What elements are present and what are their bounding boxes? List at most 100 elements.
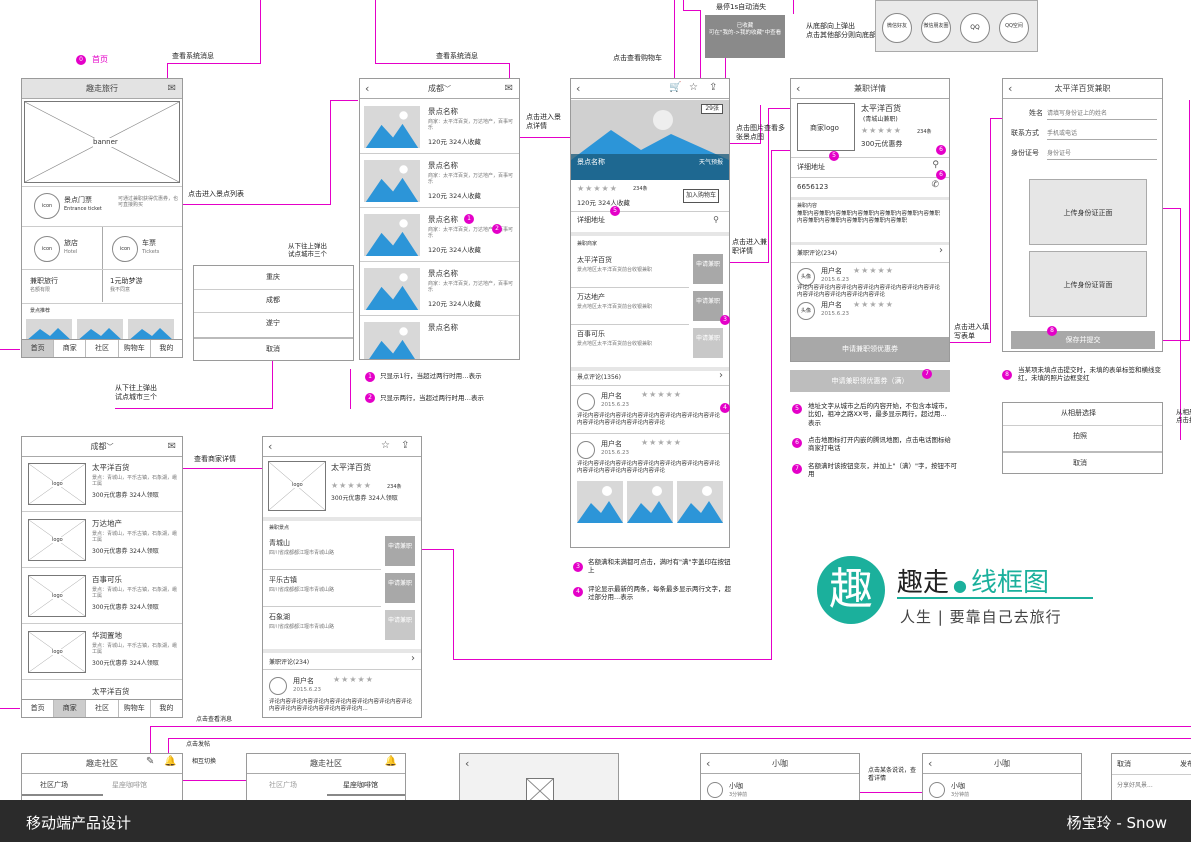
merchant-name[interactable]: 太平洋百货 xyxy=(577,256,612,264)
submit-button[interactable]: 保存并提交 xyxy=(1011,331,1155,349)
tab-merchant[interactable]: 商家 xyxy=(54,340,87,357)
wechat-friend-button[interactable]: 微信好友 xyxy=(882,13,912,43)
back-icon[interactable]: ‹ xyxy=(706,757,711,770)
spot-thumbnail[interactable] xyxy=(364,106,420,148)
spot-hero-image[interactable]: 29张 景点名称 天气预报 xyxy=(571,100,729,180)
tab-community[interactable]: 社区 xyxy=(86,340,119,357)
wechat-moments-button[interactable]: 微信朋友圈 xyxy=(921,13,951,43)
city-option[interactable]: 成都 xyxy=(266,296,280,304)
weather-link[interactable]: 天气预报 xyxy=(698,159,723,166)
review-image[interactable] xyxy=(627,481,673,523)
mail-icon[interactable]: ✉ xyxy=(167,83,176,94)
sheet-camera[interactable]: 拍照 xyxy=(1073,432,1087,440)
hotel-label[interactable]: 旅店 xyxy=(64,239,78,247)
tab-cafe[interactable]: 星座咖啡馆 xyxy=(112,781,147,789)
bell-icon[interactable]: 🔔 xyxy=(164,756,177,767)
tickets-title[interactable]: 景点门票 xyxy=(64,196,92,204)
city-option[interactable]: 遂宁 xyxy=(266,319,280,327)
spot-thumbnail[interactable] xyxy=(364,322,420,359)
tab-home[interactable]: 首页 xyxy=(22,340,55,357)
sheet-album[interactable]: 从相册选择 xyxy=(1061,409,1096,417)
map-pin-icon[interactable]: ⚲ xyxy=(932,160,939,170)
tab-mine[interactable]: 我的 xyxy=(159,344,174,352)
spot-title[interactable]: 景点名称 xyxy=(428,161,458,170)
tab-community-square[interactable]: 社区广场 xyxy=(269,781,297,789)
spot-title[interactable]: 景点名称 xyxy=(428,323,458,332)
upload-back-button[interactable]: 上传身份证背面 xyxy=(1029,251,1147,317)
merchant-name[interactable]: 太平洋百货 xyxy=(92,687,130,696)
merchant-reviews-title[interactable]: 兼职评论(234) xyxy=(269,659,310,666)
chevron-right-icon[interactable]: › xyxy=(411,653,415,664)
tab-cafe[interactable]: 星座咖啡馆 xyxy=(343,781,378,789)
back-icon[interactable]: ‹ xyxy=(796,82,801,95)
upload-front-button[interactable]: 上传身份证正面 xyxy=(1029,179,1147,245)
qzone-button[interactable]: QQ空间 xyxy=(999,13,1029,43)
tab-home[interactable]: 首页 xyxy=(22,700,55,717)
city-option[interactable]: 重庆 xyxy=(266,273,280,281)
compose-cancel[interactable]: 取消 xyxy=(1117,760,1131,768)
spot-name[interactable]: 石象湖 xyxy=(269,613,290,621)
tab-community-square[interactable]: 社区广场 xyxy=(40,781,68,789)
qq-button[interactable]: QQ xyxy=(960,13,990,43)
compose-send[interactable]: 发布 xyxy=(1180,760,1191,768)
apply-job-button[interactable]: 申请兼职 xyxy=(693,291,723,321)
apply-job-button[interactable]: 申请兼职 xyxy=(385,610,415,640)
merchant-name[interactable]: 百事可乐 xyxy=(92,575,122,584)
car-label[interactable]: 车票 xyxy=(142,239,156,247)
phone-icon[interactable]: ✆ xyxy=(931,180,939,190)
apply-job-button[interactable]: 申请兼职 xyxy=(385,573,415,603)
tab-cart[interactable]: 购物车 xyxy=(119,340,151,357)
apply-coupon-button[interactable]: 申请兼职领优惠券 xyxy=(791,337,949,361)
spot-title[interactable]: 景点名称 xyxy=(428,107,458,116)
name-input[interactable]: 请填写身份证上的姓名 xyxy=(1047,110,1157,121)
merchant-name[interactable]: 百事可乐 xyxy=(577,330,605,338)
apply-job-button[interactable]: 申请兼职 xyxy=(693,254,723,284)
back-icon[interactable]: ‹ xyxy=(928,757,933,770)
merchant-name[interactable]: 华润置地 xyxy=(92,631,122,640)
banner-placeholder[interactable]: banner xyxy=(24,101,180,183)
apply-job-button[interactable]: 申请兼职 xyxy=(693,328,723,358)
location-icon[interactable]: ⚲ xyxy=(713,215,719,224)
spot-title[interactable]: 景点名称 xyxy=(428,215,458,224)
merchant-name[interactable]: 万达地产 xyxy=(577,293,605,301)
spot-name[interactable]: 平乐古镇 xyxy=(269,576,297,584)
sheet-cancel[interactable]: 取消 xyxy=(1073,459,1087,467)
tab-cart[interactable]: 购物车 xyxy=(119,700,151,717)
job-reviews-title[interactable]: 兼职评论(234) xyxy=(797,250,838,257)
recommend-image[interactable] xyxy=(77,319,123,341)
city-selector[interactable]: 成都 xyxy=(428,84,444,93)
bell-icon[interactable]: 🔔 xyxy=(384,756,397,767)
star-icon[interactable]: ☆ xyxy=(381,440,390,451)
spot-thumbnail[interactable] xyxy=(364,268,420,310)
spot-thumbnail[interactable] xyxy=(364,214,420,256)
compose-input[interactable]: 分享好风景... xyxy=(1117,782,1153,789)
review-image[interactable] xyxy=(577,481,623,523)
city-cancel[interactable]: 取消 xyxy=(266,345,280,353)
back-icon[interactable]: ‹ xyxy=(268,440,273,453)
star-icon[interactable]: ☆ xyxy=(689,82,698,93)
tab-community[interactable]: 社区 xyxy=(86,700,119,717)
add-cart-button[interactable]: 加入购物车 xyxy=(683,189,720,203)
back-icon[interactable]: ‹ xyxy=(465,757,470,770)
mail-icon[interactable]: ✉ xyxy=(167,441,176,452)
dream-label[interactable]: 1元助梦游 xyxy=(110,277,143,285)
back-icon[interactable]: ‹ xyxy=(1008,82,1013,95)
mail-icon[interactable]: ✉ xyxy=(504,83,513,94)
merchant-name[interactable]: 万达地产 xyxy=(92,519,122,528)
share-icon[interactable]: ⇪ xyxy=(401,440,410,451)
spot-title[interactable]: 景点名称 xyxy=(428,269,458,278)
parttime-label[interactable]: 兼职旅行 xyxy=(30,277,58,285)
spot-name[interactable]: 青城山 xyxy=(269,539,290,547)
share-icon[interactable]: ⇪ xyxy=(709,82,718,93)
tab-mine[interactable]: 我的 xyxy=(159,704,174,712)
reviews-title[interactable]: 景点评论(1356) xyxy=(577,374,621,381)
city-selector[interactable]: 成都 xyxy=(90,442,107,451)
contact-input[interactable]: 手机或电话 xyxy=(1047,130,1157,141)
merchant-name[interactable]: 太平洋百货 xyxy=(92,463,130,472)
cart-icon[interactable]: 🛒 xyxy=(669,82,682,93)
tab-merchant[interactable]: 商家 xyxy=(54,700,87,717)
apply-job-button[interactable]: 申请兼职 xyxy=(385,536,415,566)
chevron-right-icon[interactable]: › xyxy=(939,245,943,256)
spot-thumbnail[interactable] xyxy=(364,160,420,202)
review-image[interactable] xyxy=(677,481,723,523)
